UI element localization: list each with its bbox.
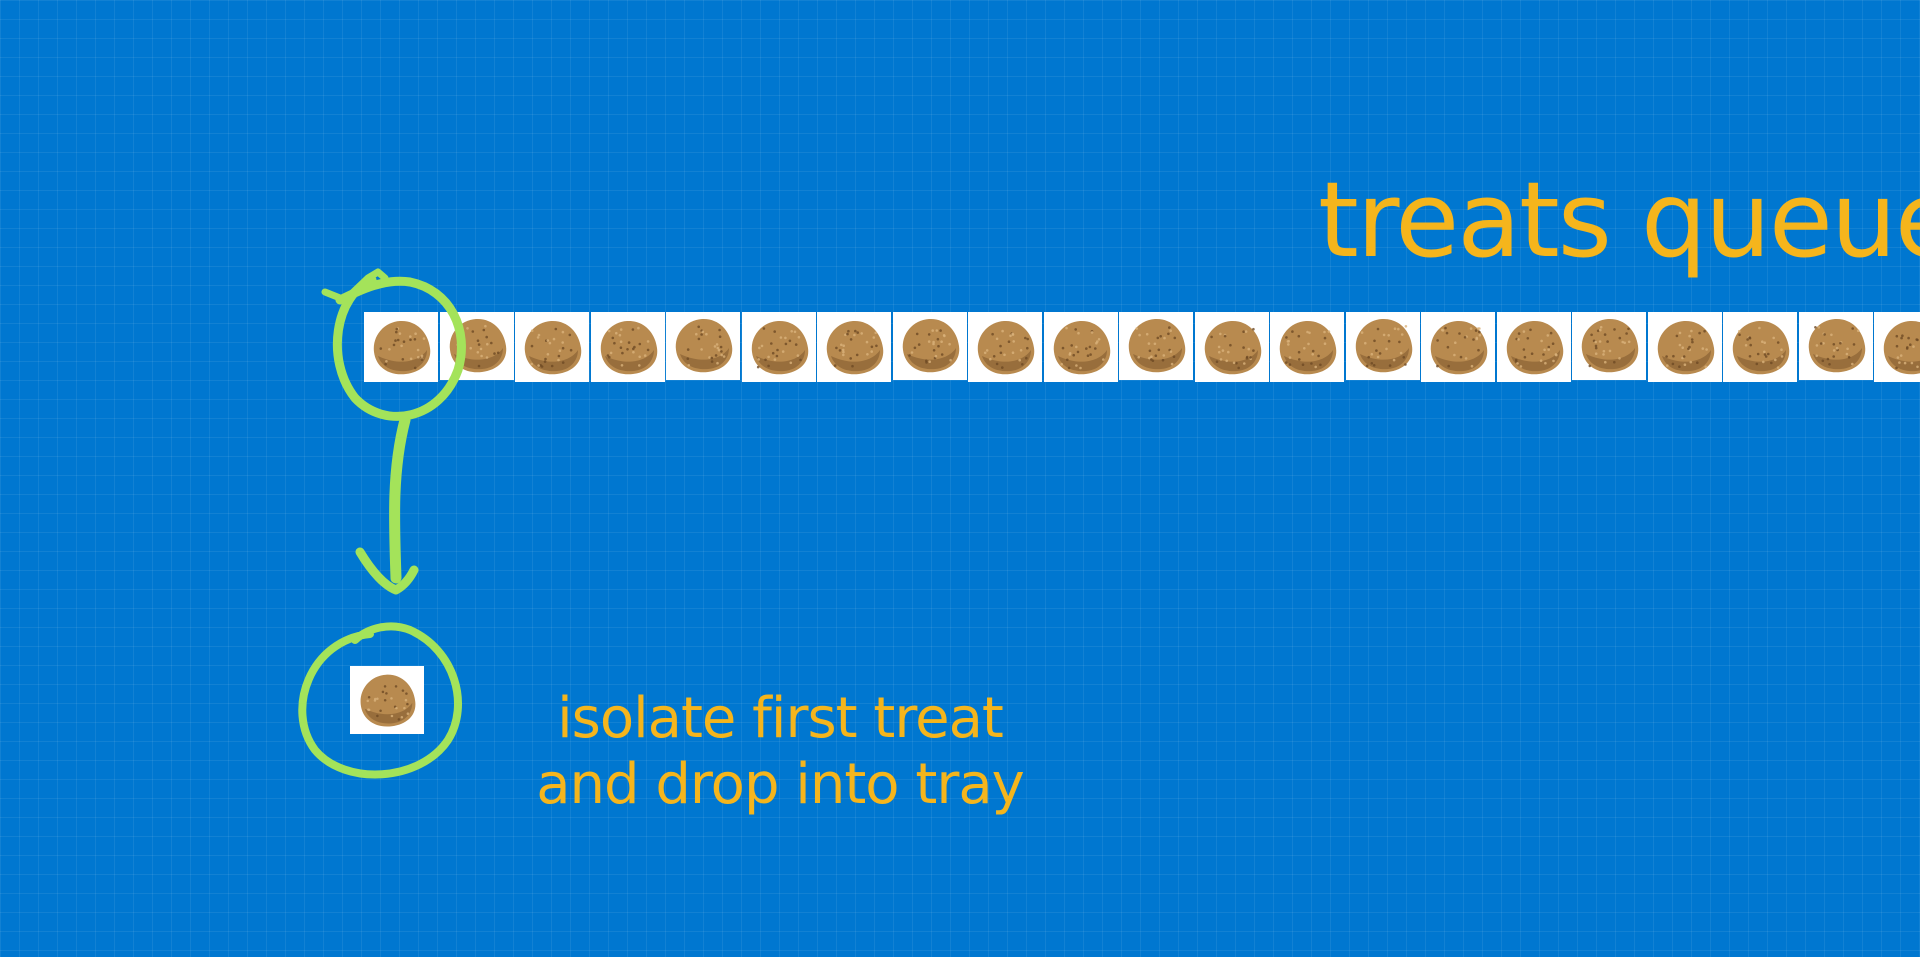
treat-item — [1572, 312, 1646, 380]
treat-kibble-icon — [1808, 318, 1865, 373]
treat-item — [1496, 312, 1571, 382]
treat-item — [741, 312, 816, 382]
title: treats queue — [1318, 159, 1920, 281]
treat-kibble-icon — [826, 320, 884, 375]
treat-kibble-icon — [902, 318, 959, 373]
treat-kibble-icon — [1355, 318, 1412, 373]
treat-kibble-icon — [1128, 318, 1186, 373]
treat-kibble-icon — [1279, 320, 1337, 375]
treat-item — [892, 312, 967, 380]
treat-item — [1194, 312, 1269, 382]
treat-item — [1270, 312, 1344, 382]
caption: isolate first treat and drop into tray — [500, 686, 1060, 818]
treat-item — [1043, 312, 1118, 382]
treat-item — [817, 312, 891, 382]
treat-item — [1798, 312, 1873, 380]
treat-kibble-icon — [600, 320, 657, 375]
isolated-treat — [350, 666, 424, 734]
treat-item — [1345, 312, 1420, 380]
treat-item — [1119, 312, 1193, 380]
treat-item — [968, 312, 1042, 382]
treat-item — [1421, 312, 1495, 382]
treat-kibble-icon — [373, 320, 431, 375]
treat-item — [1723, 312, 1797, 382]
treat-kibble-icon — [1053, 320, 1110, 375]
treat-kibble-icon — [1883, 320, 1920, 375]
treat-kibble-icon — [1581, 318, 1639, 373]
treat-kibble-icon — [524, 320, 582, 375]
caption-line-1: isolate first treat — [557, 686, 1004, 751]
treat-kibble-icon — [675, 318, 733, 373]
treat-item — [364, 312, 438, 382]
treat-item — [1874, 312, 1920, 382]
treat-kibble-icon — [449, 318, 506, 373]
treat-kibble-icon — [751, 320, 808, 375]
treat-kibble-icon — [1732, 320, 1790, 375]
treat-kibble-icon — [1506, 320, 1563, 375]
down-arrow-icon — [355, 414, 419, 595]
treat-item — [439, 312, 514, 380]
treat-item — [1647, 312, 1722, 382]
caption-line-2: and drop into tray — [536, 752, 1025, 817]
treat-kibble-icon — [1430, 320, 1488, 375]
treat-kibble-icon — [1204, 320, 1261, 375]
treat-item — [666, 312, 740, 380]
treat-kibble-icon — [360, 674, 416, 727]
treat-kibble-icon — [1657, 320, 1714, 375]
treat-item — [515, 312, 589, 382]
treat-item — [590, 312, 665, 382]
treats-queue — [364, 312, 1920, 384]
treat-kibble-icon — [977, 320, 1035, 375]
